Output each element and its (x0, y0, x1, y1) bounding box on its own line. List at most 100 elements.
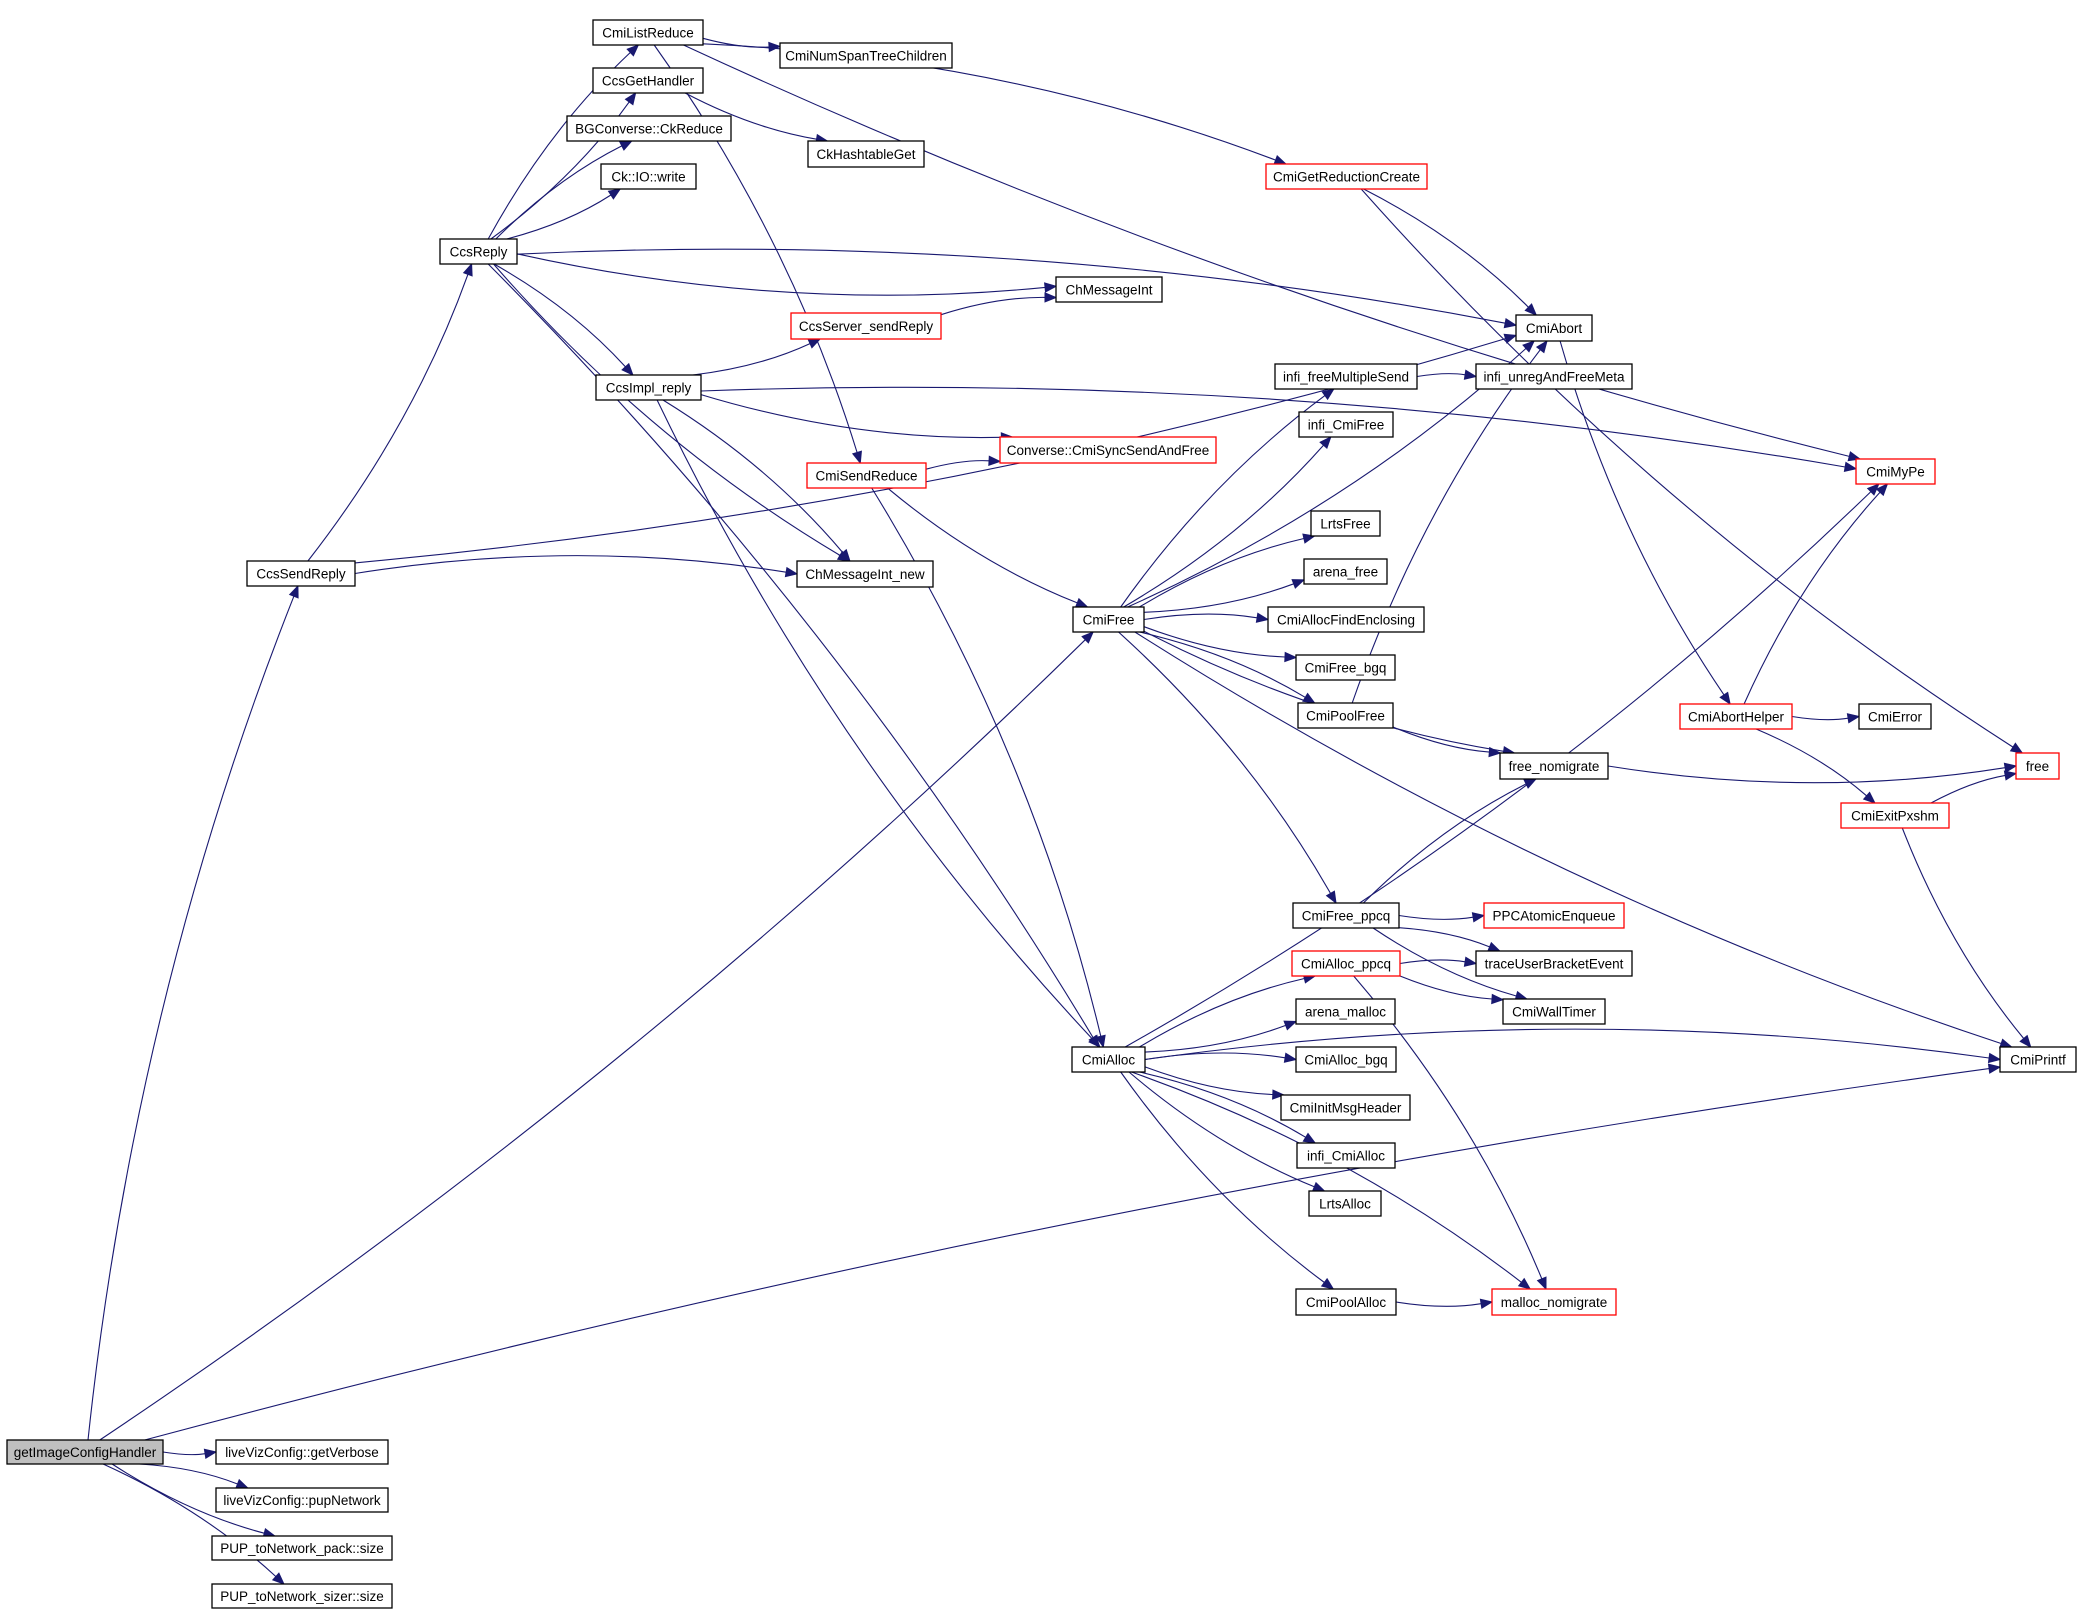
node-box[interactable] (1265, 163, 1428, 190)
node-ppcatomic-enqueue[interactable]: PPCAtomicEnqueue (1483, 902, 1625, 929)
node-box[interactable] (1292, 902, 1400, 929)
node-malloc-nomigrate[interactable]: malloc_nomigrate (1491, 1288, 1617, 1316)
node-bgconverse-ck-reduce[interactable]: BGConverse::CkReduce (566, 115, 732, 142)
node-cmi-alloc[interactable]: CmiAlloc (1071, 1046, 1146, 1073)
node-cmi-wall-timer[interactable]: CmiWallTimer (1502, 998, 1606, 1025)
node-arena-free[interactable]: arena_free (1303, 558, 1388, 585)
node-trace-user-bracket-event[interactable]: traceUserBracketEvent (1475, 950, 1633, 977)
node-infi-cmi-free[interactable]: infi_CmiFree (1298, 411, 1394, 438)
node-box[interactable] (6, 1439, 164, 1465)
node-free[interactable]: free (2015, 752, 2060, 780)
node-ch-message-int[interactable]: ChMessageInt (1055, 276, 1163, 303)
node-box[interactable] (796, 560, 934, 588)
node-box[interactable] (1295, 654, 1396, 681)
node-box[interactable] (999, 436, 1217, 464)
node-ccs-get-handler[interactable]: CcsGetHandler (592, 67, 704, 94)
node-box[interactable] (246, 560, 356, 587)
node-box[interactable] (806, 462, 927, 489)
node-cmi-abort-helper[interactable]: CmiAbortHelper (1679, 703, 1793, 730)
node-free-nomigrate[interactable]: free_nomigrate (1499, 752, 1609, 780)
node-infi-cmi-alloc[interactable]: infi_CmiAlloc (1296, 1142, 1396, 1169)
node-box[interactable] (1308, 1190, 1382, 1217)
node-cmi-printf[interactable]: CmiPrintf (1999, 1046, 2077, 1073)
node-cmi-free[interactable]: CmiFree (1072, 606, 1145, 633)
node-box[interactable] (1855, 458, 1936, 485)
node-box[interactable] (1999, 1046, 2077, 1073)
node-box[interactable] (1515, 314, 1593, 342)
node-lrts-alloc[interactable]: LrtsAlloc (1308, 1190, 1382, 1217)
node-box[interactable] (1295, 1288, 1397, 1316)
node-box[interactable] (211, 1535, 393, 1561)
node-arena-malloc[interactable]: arena_malloc (1295, 998, 1396, 1025)
node-box[interactable] (1298, 411, 1394, 438)
node-ccs-send-reply[interactable]: CcsSendReply (246, 560, 356, 587)
node-cmi-free-bgq[interactable]: CmiFree_bgq (1295, 654, 1396, 681)
node-cmi-num-span-tree-children[interactable]: CmiNumSpanTreeChildren (779, 42, 953, 69)
node-cmi-get-reduction-create[interactable]: CmiGetReductionCreate (1265, 163, 1428, 190)
node-lrts-free[interactable]: LrtsFree (1310, 510, 1381, 537)
node-infi-free-multiple-send[interactable]: infi_freeMultipleSend (1274, 363, 1418, 390)
node-ch-message-int-new[interactable]: ChMessageInt_new (796, 560, 934, 588)
node-box[interactable] (1502, 998, 1606, 1025)
node-box[interactable] (600, 163, 697, 190)
node-box[interactable] (1491, 1288, 1617, 1316)
node-box[interactable] (1297, 702, 1394, 729)
node-box[interactable] (1280, 1094, 1411, 1121)
node-cmi-alloc-ppcq[interactable]: CmiAlloc_ppcq (1291, 950, 1401, 977)
node-cmi-abort[interactable]: CmiAbort (1515, 314, 1593, 342)
node-cmi-pool-alloc[interactable]: CmiPoolAlloc (1295, 1288, 1397, 1316)
node-get-image-config-handler[interactable]: getImageConfigHandler (6, 1439, 164, 1465)
node-box[interactable] (1475, 950, 1633, 977)
node-ck-iowrite[interactable]: Ck::IO::write (600, 163, 697, 190)
node-cmi-pool-free[interactable]: CmiPoolFree (1297, 702, 1394, 729)
node-box[interactable] (807, 140, 925, 168)
node-box[interactable] (1679, 703, 1793, 730)
node-box[interactable] (1295, 1046, 1397, 1073)
node-ccs-impl-reply[interactable]: CcsImpl_reply (595, 374, 702, 401)
node-pup-to-network-sizer-size[interactable]: PUP_toNetwork_sizer::size (211, 1583, 393, 1609)
node-box[interactable] (1858, 703, 1932, 730)
node-cmi-init-msg-header[interactable]: CmiInitMsgHeader (1280, 1094, 1411, 1121)
node-cmi-alloc-bgq[interactable]: CmiAlloc_bgq (1295, 1046, 1397, 1073)
node-box[interactable] (790, 312, 942, 340)
node-live-viz-config-pup-network[interactable]: liveVizConfig::pupNetwork (215, 1487, 389, 1513)
node-converse-cmi-sync-send-and-free[interactable]: Converse::CmiSyncSendAndFree (999, 436, 1217, 464)
node-cmi-free-ppcq[interactable]: CmiFree_ppcq (1292, 902, 1400, 929)
node-box[interactable] (1295, 998, 1396, 1025)
node-box[interactable] (1296, 1142, 1396, 1169)
node-pup-to-network-pack-size[interactable]: PUP_toNetwork_pack::size (211, 1535, 393, 1561)
node-box[interactable] (215, 1439, 389, 1465)
node-cmi-alloc-find-enclosing[interactable]: CmiAllocFindEnclosing (1267, 606, 1425, 633)
node-box[interactable] (1071, 1046, 1146, 1073)
node-box[interactable] (1310, 510, 1381, 537)
node-cmi-exit-pxshm[interactable]: CmiExitPxshm (1840, 802, 1950, 829)
node-ccs-server-send-reply[interactable]: CcsServer_sendReply (790, 312, 942, 340)
node-box[interactable] (1840, 802, 1950, 829)
node-cmi-list-reduce[interactable]: CmiListReduce (592, 19, 704, 46)
node-box[interactable] (1055, 276, 1163, 303)
node-box[interactable] (1499, 752, 1609, 780)
node-box[interactable] (595, 374, 702, 401)
node-box[interactable] (566, 115, 732, 142)
node-box[interactable] (1475, 363, 1633, 390)
node-infi-unreg-and-free-meta[interactable]: infi_unregAndFreeMeta (1475, 363, 1633, 390)
node-box[interactable] (1072, 606, 1145, 633)
node-cmi-send-reduce[interactable]: CmiSendReduce (806, 462, 927, 489)
node-box[interactable] (215, 1487, 389, 1513)
node-box[interactable] (211, 1583, 393, 1609)
node-ccs-reply[interactable]: CcsReply (439, 238, 518, 265)
node-ck-hashtable-get[interactable]: CkHashtableGet (807, 140, 925, 168)
node-box[interactable] (1274, 363, 1418, 390)
node-cmi-my-pe[interactable]: CmiMyPe (1855, 458, 1936, 485)
node-box[interactable] (592, 67, 704, 94)
node-box[interactable] (779, 42, 953, 69)
node-live-viz-config-get-verbose[interactable]: liveVizConfig::getVerbose (215, 1439, 389, 1465)
node-box[interactable] (1303, 558, 1388, 585)
node-box[interactable] (439, 238, 518, 265)
node-box[interactable] (1291, 950, 1401, 977)
node-box[interactable] (1483, 902, 1625, 929)
node-box[interactable] (592, 19, 704, 46)
node-cmi-error[interactable]: CmiError (1858, 703, 1932, 730)
node-box[interactable] (1267, 606, 1425, 633)
node-box[interactable] (2015, 752, 2060, 780)
